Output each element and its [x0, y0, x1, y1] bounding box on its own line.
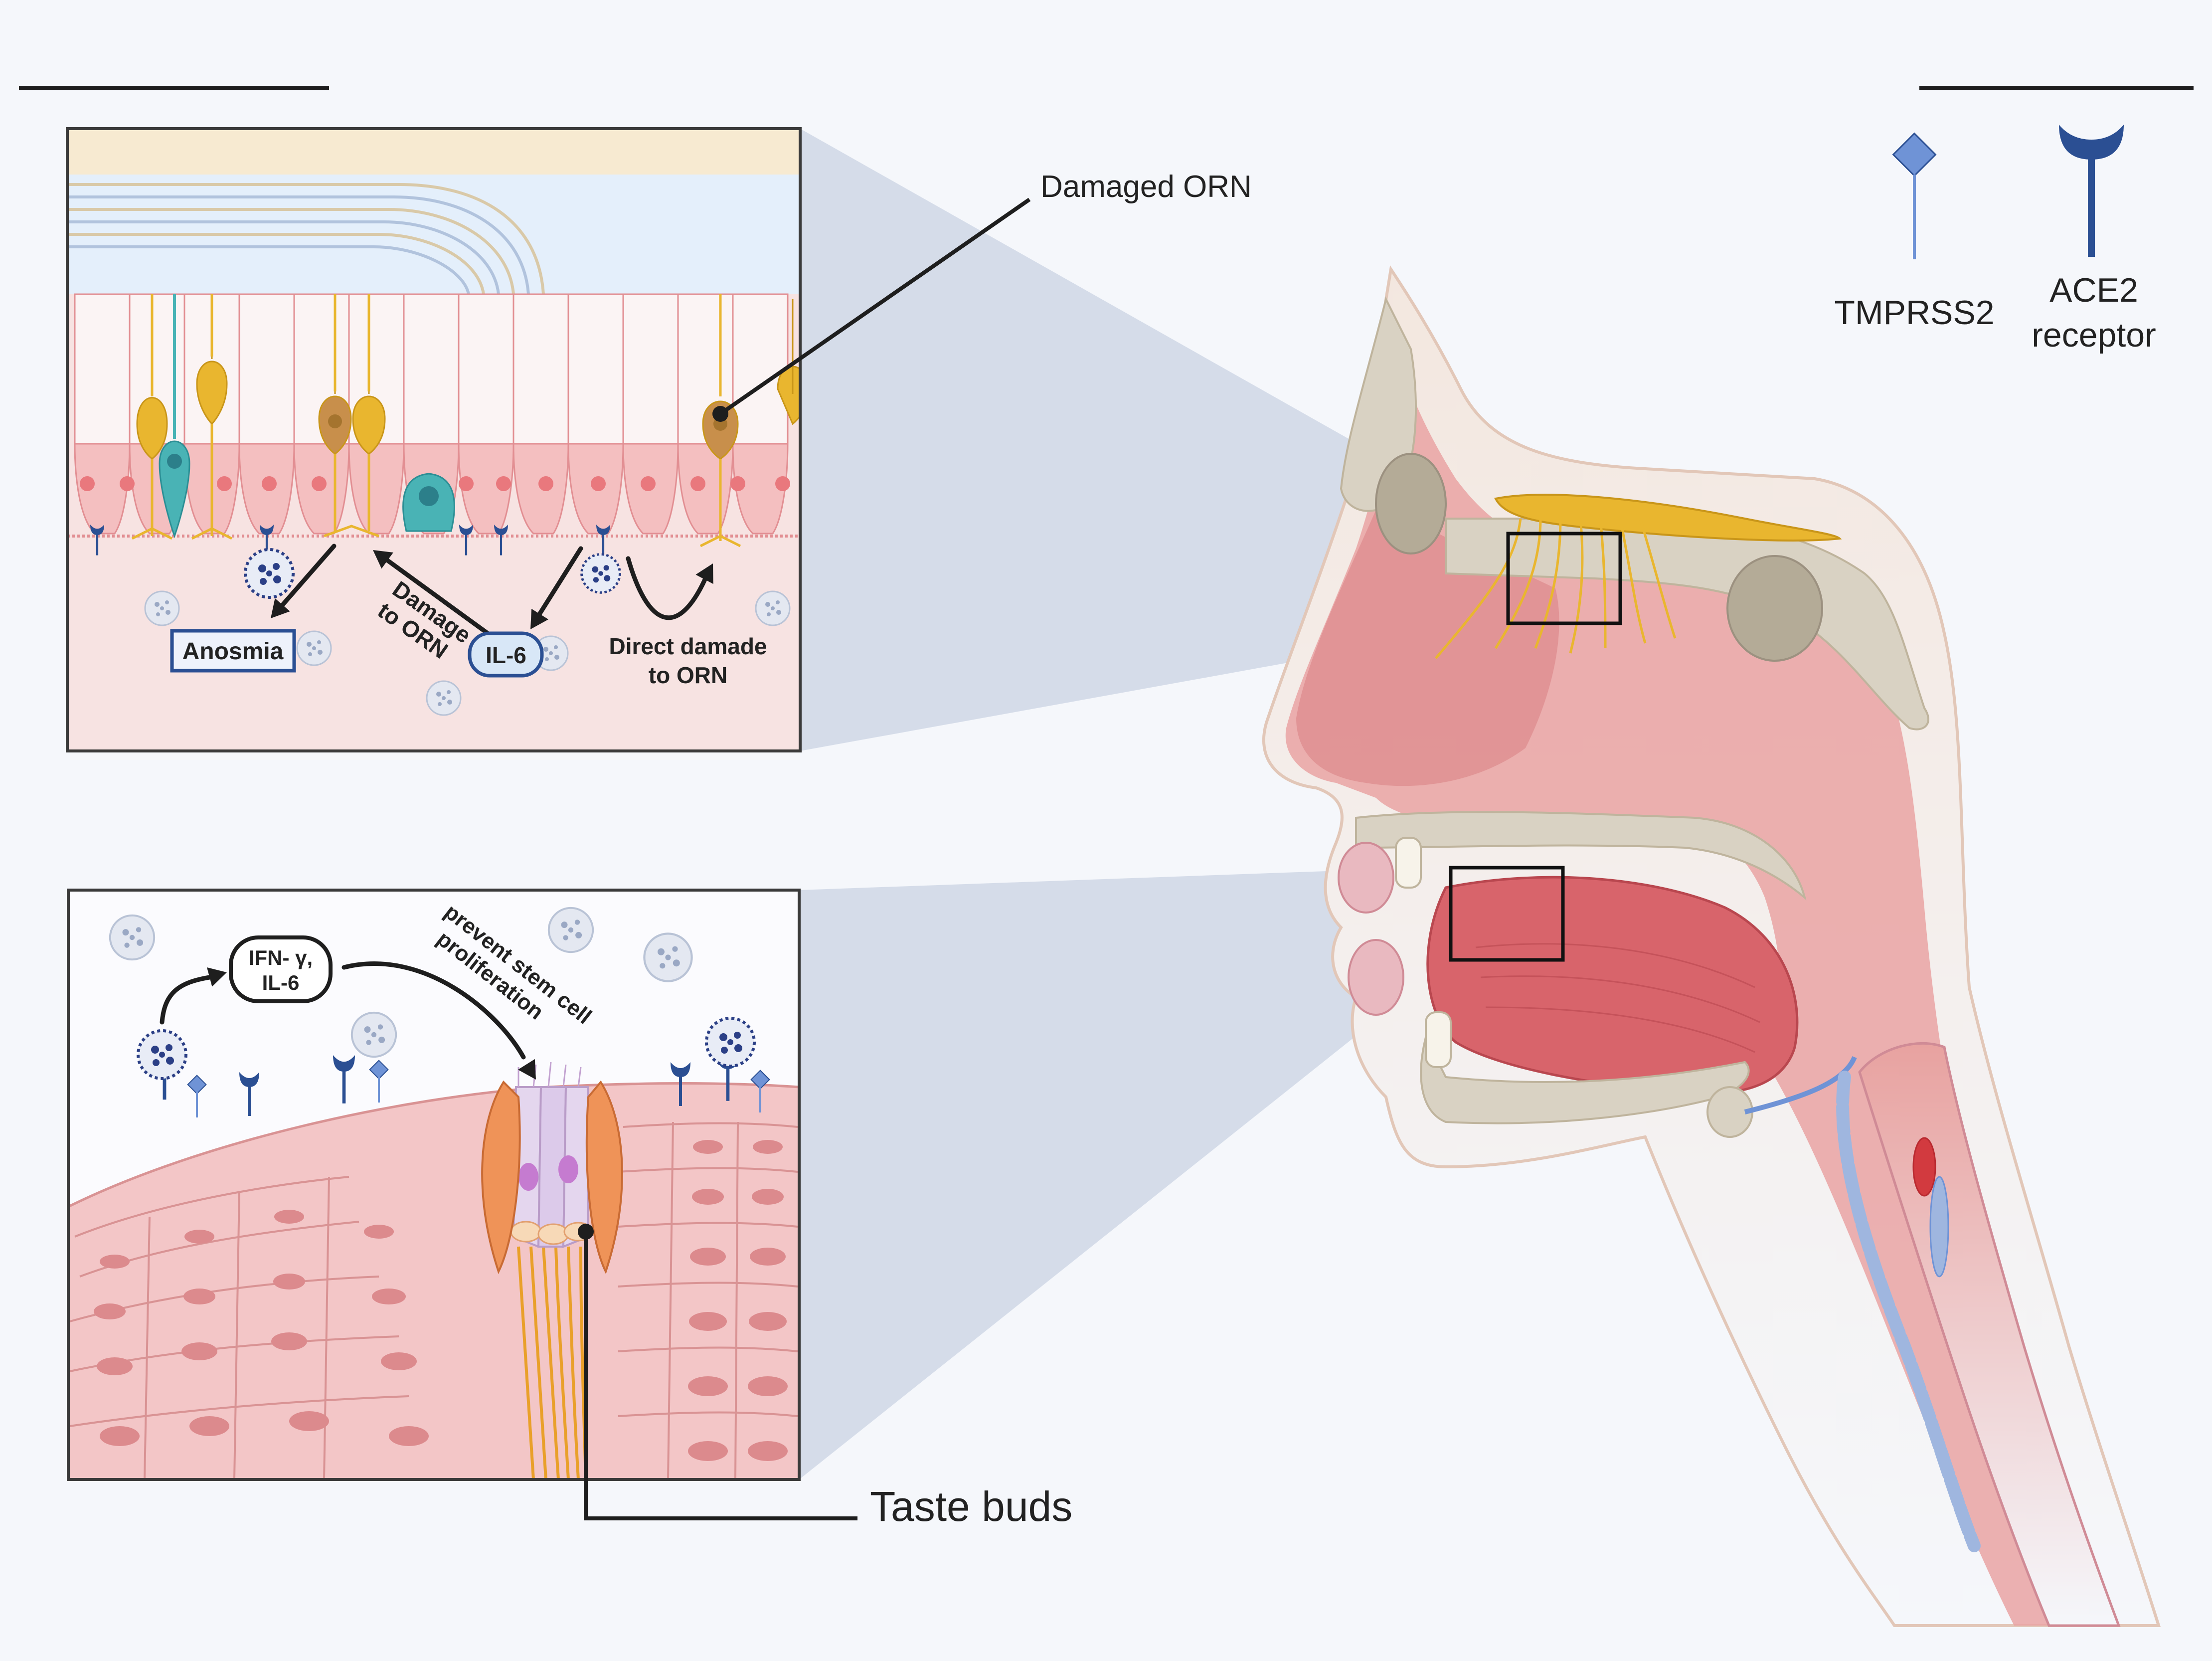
legend-tmprss2-label: TMPRSS2 — [1834, 294, 1994, 332]
legend: TMPRSS2 ACE2 receptor — [1834, 125, 2156, 354]
olfactory-region-box — [1506, 532, 1622, 625]
ace2-receptor-icon — [2059, 125, 2124, 257]
tongue-region-box — [1449, 866, 1565, 962]
head-sagittal-section — [1262, 265, 2161, 1627]
il6-label: IL-6 — [486, 642, 526, 668]
olfactory-panel-border — [66, 127, 802, 752]
taste-buds-label: Taste buds — [870, 1483, 1072, 1530]
ifn-il6-box — [229, 935, 333, 1003]
ifn-label-2: IL-6 — [262, 971, 300, 994]
taste-epithelium-panel: IFN- γ, IL-6 prevent stem cell prolifera… — [67, 889, 801, 1481]
direct-damage-label-1: Direct damade — [609, 633, 767, 659]
direct-damage-label-2: to ORN — [649, 662, 727, 688]
taste-zoom-connector — [799, 867, 1451, 1479]
ifn-label-1: IFN- γ, — [249, 946, 313, 969]
damaged-orn-leader — [719, 197, 1031, 416]
il6-box — [468, 631, 544, 678]
tmprss2-icon — [1892, 132, 1937, 259]
anosmia-label: Anosmia — [182, 638, 284, 665]
olfactory-epithelium-panel: Anosmia IL-6 Damage to ORN Direct damade… — [66, 127, 802, 752]
damaged-orn-label: Damaged ORN — [1040, 170, 1252, 204]
taste-buds-leader — [584, 1232, 857, 1520]
anosmia-box — [170, 629, 296, 673]
taste-panel-border — [67, 889, 801, 1481]
damaged-orn-pointer-dot — [712, 406, 728, 422]
legend-ace2-label-1: ACE2 — [2049, 271, 2138, 309]
legend-ace2-label-2: receptor — [2032, 316, 2156, 354]
